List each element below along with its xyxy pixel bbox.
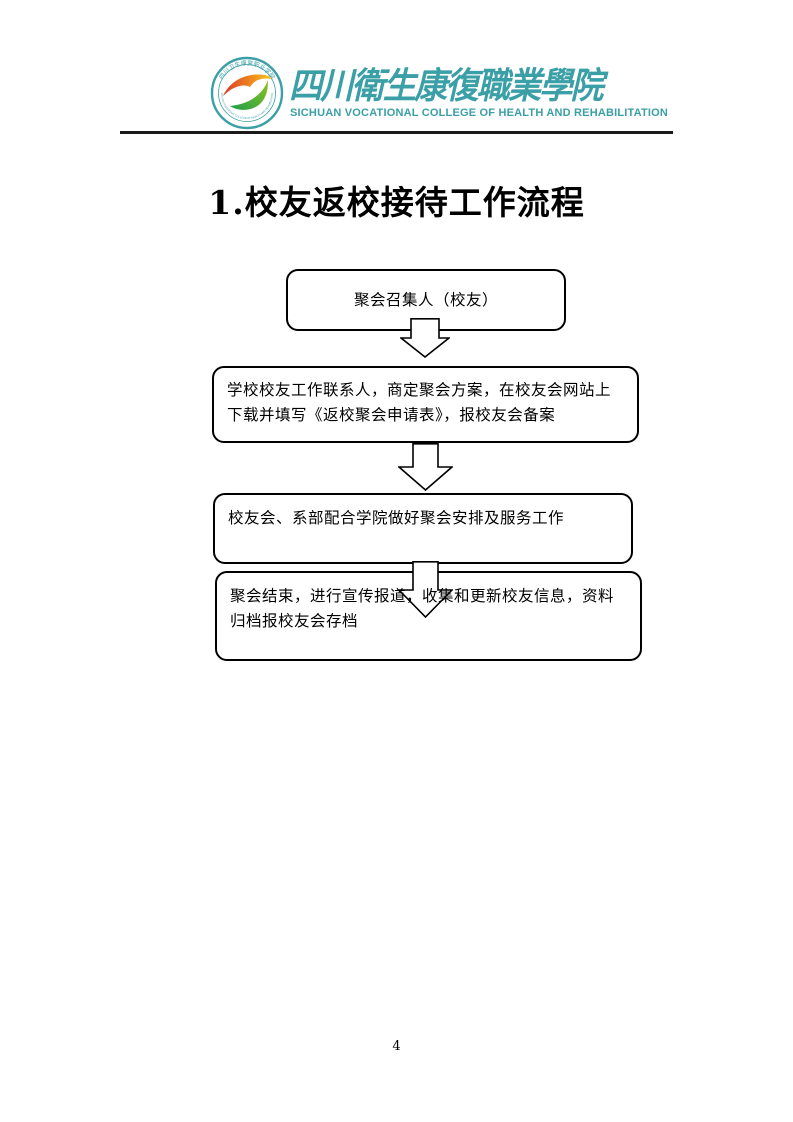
flowchart-step-3-text: 校友会、系部配合学院做好聚会安排及服务工作: [228, 509, 565, 527]
college-logo-icon: 四川卫生康复职业学院 SICHUAN VOCATIONAL COLLEGE OF…: [210, 56, 284, 130]
logo-swoosh-green: [230, 80, 268, 110]
flowchart-step-4: 聚会结束，进行宣传报道，收集和更新校友信息，资料归档报校友会存档: [215, 571, 642, 661]
college-name-en: SICHUAN VOCATIONAL COLLEGE OF HEALTH AND…: [290, 107, 669, 119]
page-number: 4: [392, 1039, 401, 1054]
flowchart-step-2: 学校校友工作联系人，商定聚会方案，在校友会网站上下载并填写《返校聚会申请表》，报…: [212, 366, 639, 443]
logo-swoosh-red: [223, 74, 272, 96]
down-block-arrow-icon: [398, 443, 453, 491]
header-divider-rule: [120, 131, 673, 134]
down-block-arrow-icon: [400, 318, 450, 358]
page-title: 1.校友返校接待工作流程: [208, 183, 585, 222]
flowchart-step-4-text: 聚会结束，进行宣传报道，收集和更新校友信息，资料归档报校友会存档: [230, 587, 615, 630]
college-name-cn: 四川衛生康復職業學院: [289, 65, 604, 107]
flowchart-step-3: 校友会、系部配合学院做好聚会安排及服务工作: [213, 493, 633, 564]
down-block-arrow-icon: [398, 561, 453, 618]
flowchart-step-1-text: 聚会召集人（校友）: [353, 290, 498, 309]
flowchart-step-2-text: 学校校友工作联系人，商定聚会方案，在校友会网站上下载并填写《返校聚会申请表》，报…: [227, 381, 612, 424]
